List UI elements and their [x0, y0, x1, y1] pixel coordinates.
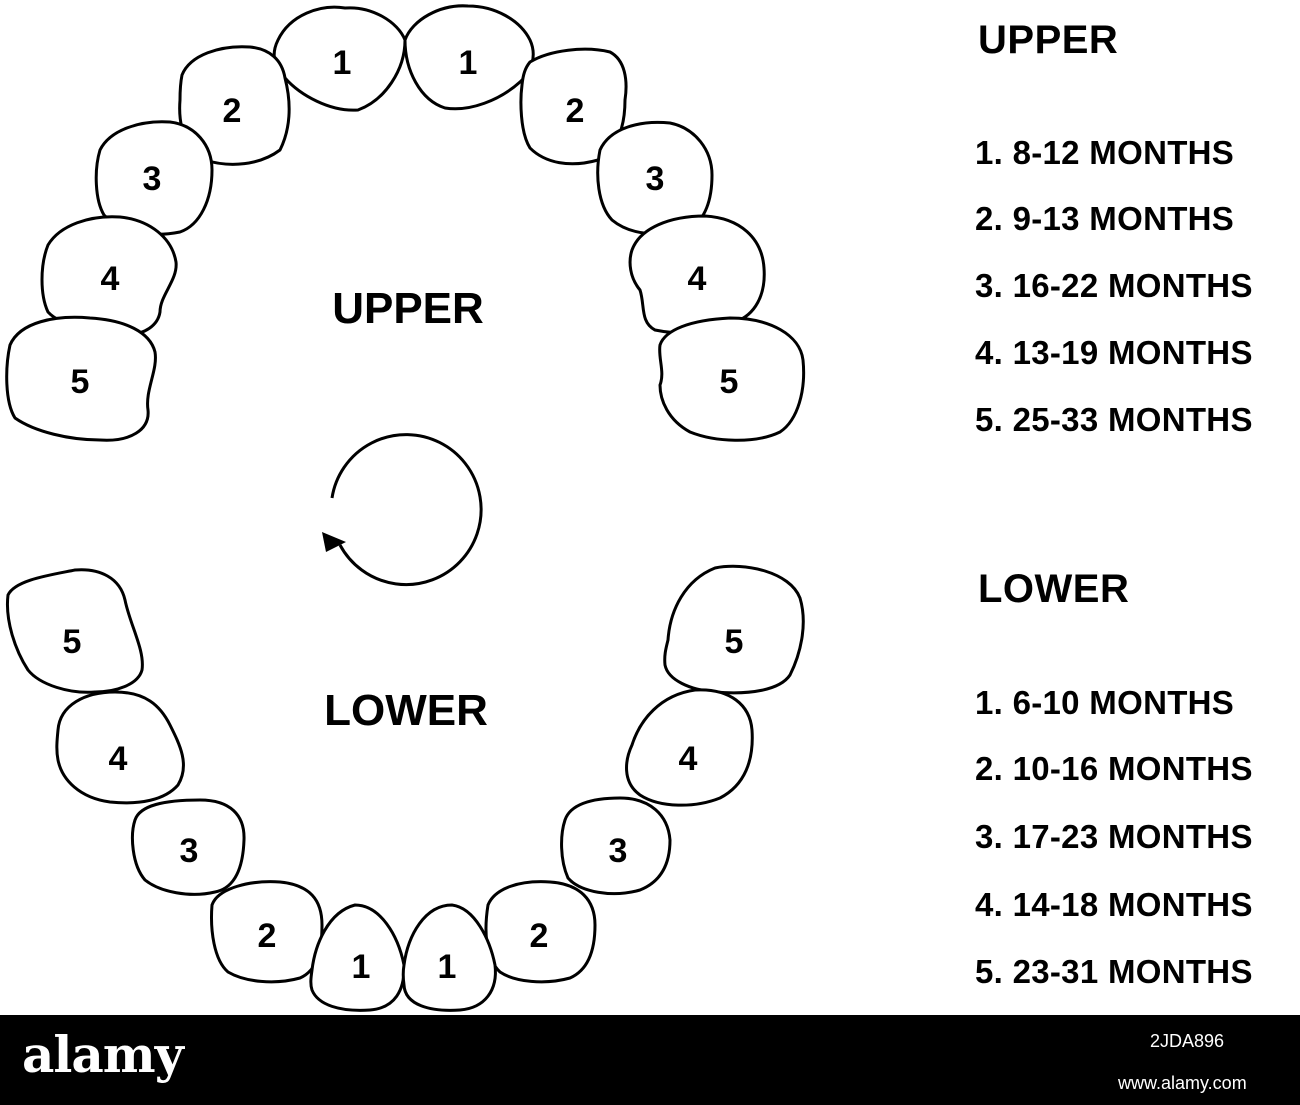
upper-tooth-left-3: 3 — [94, 120, 214, 236]
brand-logo: alamy — [22, 1025, 184, 1084]
teeth-eruption-diagram: 1 1 2 2 3 3 4 4 — [5, 4, 806, 1012]
lower-arch: 5 5 4 4 3 3 2 2 — [5, 564, 805, 1012]
lower-tooth-left-2: 2 — [210, 880, 324, 984]
svg-text:2: 2 — [223, 92, 242, 130]
upper-tooth-left-4: 4 — [40, 215, 178, 337]
lower-tooth-right-3: 3 — [560, 796, 672, 896]
svg-text:5: 5 — [720, 363, 739, 401]
upper-tooth-left-2: 2 — [178, 45, 291, 166]
upper-tooth-right-1: 1 — [403, 4, 535, 111]
lower-tooth-left-3: 3 — [130, 798, 246, 896]
svg-text:2: 2 — [566, 92, 585, 130]
svg-text:3: 3 — [646, 160, 665, 198]
legend-upper-item-2: 2. 9-13 MONTHS — [975, 200, 1235, 237]
svg-text:5: 5 — [725, 623, 744, 661]
svg-text:2: 2 — [258, 917, 277, 955]
legend-lower-item-2: 2. 10-16 MONTHS — [975, 750, 1253, 787]
lower-tooth-right-1: 1 — [401, 903, 497, 1012]
lower-tooth-right-5: 5 — [663, 564, 805, 695]
upper-tooth-right-4: 4 — [628, 214, 766, 335]
svg-text:1: 1 — [333, 44, 352, 82]
legend-lower-item-4: 4. 14-18 MONTHS — [975, 886, 1253, 923]
lower-tooth-left-5: 5 — [5, 568, 144, 694]
legend-upper-item-5: 5. 25-33 MONTHS — [975, 401, 1253, 438]
svg-text:5: 5 — [63, 623, 82, 661]
watermark-footer: alamy 2JDA896 www.alamy.com — [0, 1015, 1300, 1105]
svg-text:3: 3 — [609, 832, 628, 870]
svg-text:4: 4 — [109, 740, 128, 778]
legend-upper-title: UPPER — [978, 18, 1119, 62]
image-id: 2JDA896 — [1150, 1031, 1225, 1051]
upper-jaw-label: UPPER — [332, 284, 484, 333]
legend-lower-item-3: 3. 17-23 MONTHS — [975, 818, 1253, 855]
svg-text:3: 3 — [180, 832, 199, 870]
legend-upper-item-4: 4. 13-19 MONTHS — [975, 334, 1253, 371]
lower-tooth-left-4: 4 — [55, 690, 185, 805]
svg-text:1: 1 — [438, 948, 457, 986]
lower-tooth-right-2: 2 — [484, 880, 597, 984]
upper-tooth-right-3: 3 — [596, 120, 714, 236]
lower-tooth-left-1: 1 — [309, 903, 406, 1012]
upper-tooth-left-5: 5 — [5, 315, 157, 442]
legend-lower-item-1: 1. 6-10 MONTHS — [975, 684, 1235, 721]
upper-arch: 1 1 2 2 3 3 4 4 — [5, 4, 806, 442]
svg-text:2: 2 — [530, 917, 549, 955]
site-url: www.alamy.com — [1118, 1073, 1247, 1093]
legend-upper-item-1: 1. 8-12 MONTHS — [975, 134, 1235, 171]
legend-lower-item-5: 5. 23-31 MONTHS — [975, 953, 1253, 990]
legend-lower-title: LOWER — [978, 567, 1130, 611]
svg-text:4: 4 — [688, 260, 707, 298]
counterclockwise-arrow-icon — [322, 433, 483, 587]
svg-text:1: 1 — [352, 948, 371, 986]
svg-text:1: 1 — [459, 44, 478, 82]
legend-upper-item-3: 3. 16-22 MONTHS — [975, 267, 1253, 304]
upper-tooth-right-5: 5 — [658, 316, 806, 442]
svg-text:5: 5 — [71, 363, 90, 401]
svg-text:4: 4 — [101, 260, 120, 298]
svg-text:3: 3 — [143, 160, 162, 198]
svg-text:4: 4 — [679, 740, 698, 778]
upper-tooth-left-1: 1 — [272, 5, 407, 112]
upper-tooth-right-2: 2 — [519, 47, 628, 166]
lower-tooth-right-4: 4 — [625, 688, 754, 807]
lower-jaw-label: LOWER — [324, 686, 488, 735]
